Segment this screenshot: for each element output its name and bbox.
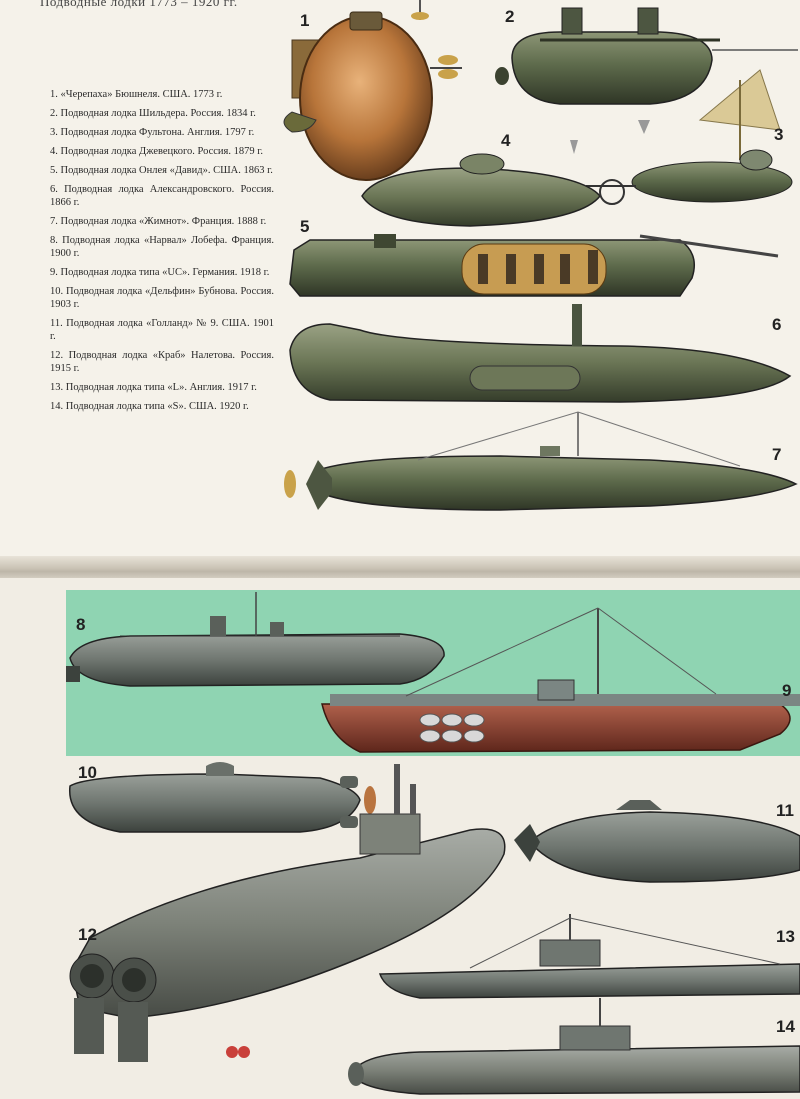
caption-item: 9. Подводная лодка типа «UC». Германия. …	[50, 267, 270, 278]
caption-item: 13. Подводная лодка типа «L». Англия. 19…	[50, 382, 257, 393]
submarine-david	[289, 234, 779, 297]
submarine-l-class	[378, 914, 800, 999]
figure-number: 10	[78, 763, 97, 782]
caption-item: 10. Подводная лодка «Дельфин» Бубнова. Р…	[50, 286, 274, 310]
figure-number: 9	[782, 681, 791, 700]
figure-number: 7	[772, 445, 781, 464]
caption-item: 4. Подводная лодка Джевецкого. Россия. 1…	[50, 146, 263, 157]
caption-item: 11. Подводная лодка «Голланд» № 9. США. …	[50, 318, 274, 342]
caption-list: 1. «Черепаха» Бюшнеля. США. 1773 г. 2. П…	[50, 88, 274, 419]
caption-item: 12. Подводная лодка «Краб» Налетова. Рос…	[50, 350, 274, 374]
submarine-narval	[66, 592, 445, 687]
page-header: Подводные лодки 1773 – 1920 гг.	[40, 0, 238, 9]
submarine-s-class	[348, 998, 800, 1095]
caption-item: 7. Подводная лодка «Жимнот». Франция. 18…	[50, 216, 267, 227]
submarine-turtle	[283, 0, 462, 181]
figure-number: 4	[501, 131, 511, 150]
caption-item: 14. Подводная лодка типа «S». США. 1920 …	[50, 401, 249, 412]
bottom-illustration: 8 9 10 11 12 13 14	[66, 590, 800, 1095]
submarine-fulton	[586, 69, 793, 203]
submarine-holland	[514, 800, 800, 883]
figure-number: 14	[776, 1017, 795, 1036]
figure-number: 12	[78, 925, 97, 944]
caption-item: 8. Подводная лодка «Нарвал» Лобефа. Фран…	[50, 235, 274, 259]
caption-item: 3. Подводная лодка Фультона. Англия. 179…	[50, 127, 255, 138]
caption-item: 1. «Черепаха» Бюшнеля. США. 1773 г.	[50, 89, 223, 100]
caption-item: 2. Подводная лодка Шильдера. Россия. 183…	[50, 108, 256, 119]
figure-number: 1	[300, 11, 309, 30]
submarine-krab	[69, 764, 506, 1062]
bottom-page: 8 9 10 11 12 13 14	[0, 578, 800, 1099]
figure-number: 11	[776, 801, 794, 820]
caption-item: 5. Подводная лодка Онлея «Давид». США. 1…	[50, 165, 273, 176]
submarine-aleksandrovsky	[289, 304, 792, 403]
figure-number: 2	[505, 7, 514, 26]
figure-number: 3	[774, 125, 783, 144]
figure-number: 8	[76, 615, 85, 634]
caption-item: 6. Подводная лодка Александровского. Рос…	[50, 184, 274, 208]
top-page: Подводные лодки 1773 – 1920 гг. 1. «Чере…	[40, 0, 798, 511]
figure-number: 5	[300, 217, 309, 236]
submarine-delfin	[69, 762, 376, 833]
submarine-gymnote	[284, 411, 798, 511]
submarine-drzewiecki	[361, 153, 625, 227]
figure-number: 6	[772, 315, 781, 334]
top-illustration: 1 2 3 4 5 6 7	[283, 0, 798, 511]
submarine-uc	[321, 607, 800, 753]
submarine-schilder	[495, 7, 798, 154]
figure-number: 13	[776, 927, 795, 946]
